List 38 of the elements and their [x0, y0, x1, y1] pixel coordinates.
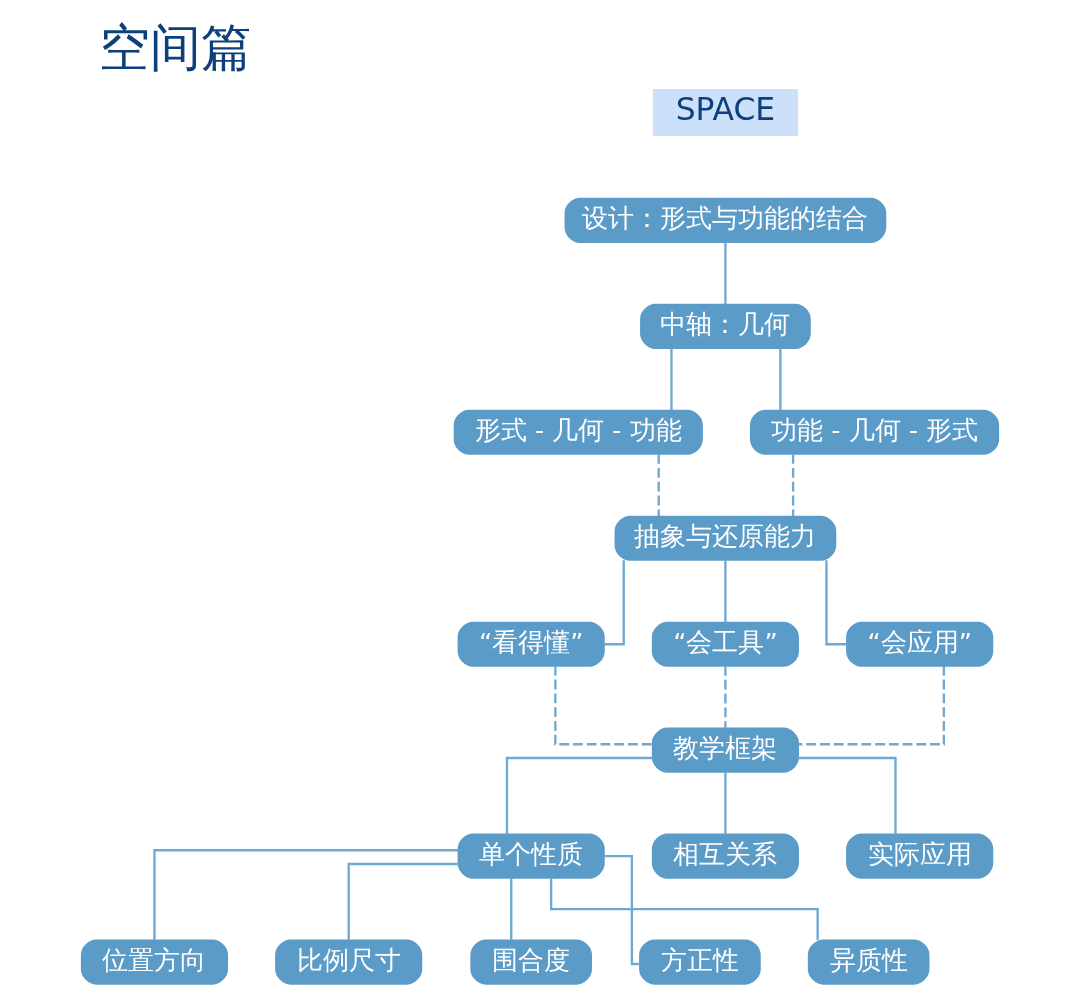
node-box: 方正性	[639, 939, 761, 985]
diagram-title: 空间篇	[98, 18, 252, 77]
connector	[724, 772, 727, 835]
connector	[779, 348, 782, 411]
connector	[798, 665, 946, 746]
connector	[670, 348, 673, 411]
node-box: “会工具”	[651, 621, 799, 667]
connector	[505, 756, 653, 835]
node-box: 形式 - 几何 - 功能	[453, 409, 703, 455]
node-box: 设计：形式与功能的结合	[564, 197, 887, 243]
connector	[549, 878, 819, 940]
connector	[657, 454, 660, 517]
connector	[791, 454, 795, 517]
connector	[153, 849, 459, 940]
connector	[603, 854, 640, 966]
connector	[825, 560, 847, 646]
label: SPACE	[675, 90, 776, 127]
connector	[347, 862, 459, 941]
node-box: 功能 - 几何 - 形式	[749, 409, 1000, 455]
node-box: “看得懂”	[457, 621, 605, 667]
connector	[724, 560, 727, 623]
node-box: 教学框架	[651, 727, 799, 773]
connector	[554, 665, 653, 746]
connector	[724, 666, 727, 729]
node-box: 抽象与还原能力	[614, 515, 837, 561]
node-box: 单个性质	[457, 833, 605, 879]
connector	[604, 560, 625, 646]
node-box: 位置方向	[80, 939, 228, 985]
node-box: 围合度	[470, 939, 592, 985]
node-box: 比例尺寸	[275, 939, 423, 985]
connector	[510, 878, 513, 941]
node-box: “会应用”	[846, 621, 994, 667]
node-box: 相互关系	[651, 833, 799, 879]
connector	[798, 756, 897, 835]
node-box: 异质性	[807, 939, 930, 985]
connector	[724, 242, 727, 305]
node-box: 中轴：几何	[640, 303, 811, 349]
node-box: 实际应用	[846, 833, 994, 879]
